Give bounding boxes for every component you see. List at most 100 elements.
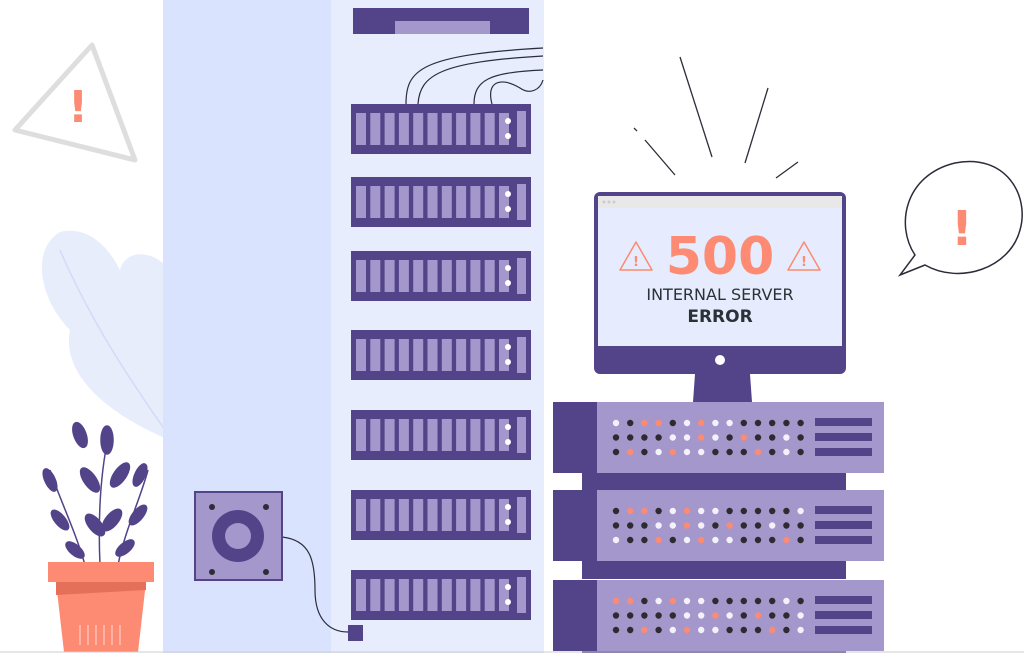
indicator-light xyxy=(754,612,762,619)
indicator-light xyxy=(683,448,691,456)
indicator-light xyxy=(655,626,662,634)
indicator-light xyxy=(612,522,620,529)
indicator-light xyxy=(683,612,691,619)
indicator-light xyxy=(740,612,747,619)
drive-slot xyxy=(427,186,438,218)
indicator-light xyxy=(769,448,776,456)
drive-slot xyxy=(413,419,424,451)
drive-slot xyxy=(484,260,495,292)
indicator-light xyxy=(669,434,676,441)
drive-slot xyxy=(413,186,424,218)
indicator-light xyxy=(754,536,762,544)
indicator-light xyxy=(797,434,804,441)
indicator-light xyxy=(740,448,747,456)
leaf-decoration xyxy=(41,230,171,440)
cable-connector xyxy=(348,625,363,641)
vent-slot xyxy=(815,596,872,604)
indicator-light xyxy=(797,522,804,529)
indicator-light xyxy=(712,434,719,441)
indicator-light xyxy=(726,612,733,619)
server-unit xyxy=(553,580,884,653)
indicator-light xyxy=(769,612,776,619)
drive-slot xyxy=(356,339,366,371)
drive-slot xyxy=(384,419,395,451)
drive-slot xyxy=(456,499,467,531)
drive-slot xyxy=(398,499,409,531)
vent-slot xyxy=(815,506,872,514)
indicator-light xyxy=(769,419,776,427)
error-title: INTERNAL SERVER xyxy=(646,285,793,304)
vent-slot xyxy=(815,521,872,529)
indicator-light xyxy=(797,612,804,619)
drive-slot xyxy=(427,113,438,145)
indicator-light xyxy=(655,448,662,456)
indicator-light xyxy=(655,522,662,529)
indicator-light xyxy=(627,536,634,544)
drive-slot xyxy=(356,113,366,145)
status-led xyxy=(505,133,511,139)
indicator-light xyxy=(783,448,790,456)
drive-slot xyxy=(370,419,381,451)
indicator-light xyxy=(754,448,762,456)
indicator-light xyxy=(698,507,705,515)
indicator-light xyxy=(612,434,620,441)
drive-slot xyxy=(356,260,366,292)
drive-slot xyxy=(441,499,452,531)
status-led xyxy=(505,118,511,124)
drive-slot xyxy=(441,113,452,145)
drive-slot xyxy=(484,499,495,531)
indicator-light xyxy=(698,612,705,619)
indicator-light xyxy=(655,612,662,619)
warning-icon-left xyxy=(619,241,653,271)
drive-slot xyxy=(441,339,452,371)
warning-icon-right xyxy=(787,241,821,271)
indicator-light xyxy=(655,536,662,544)
drive-slot xyxy=(470,113,481,145)
indicator-light xyxy=(769,597,776,605)
indicator-light xyxy=(783,626,790,634)
indicator-light xyxy=(641,434,648,441)
indicator-light xyxy=(726,626,733,634)
indicator-light xyxy=(669,419,676,427)
vent-slot xyxy=(815,418,872,426)
error-subtitle: ERROR xyxy=(687,307,752,327)
vent-slot xyxy=(815,626,872,634)
indicator-light xyxy=(712,612,719,619)
indicator-light xyxy=(669,612,676,619)
indicator-light xyxy=(683,434,691,441)
indicator-light xyxy=(641,626,648,634)
vent-slot xyxy=(815,536,872,544)
drive-slot xyxy=(441,186,452,218)
status-led xyxy=(505,584,511,590)
drive-slot xyxy=(427,499,438,531)
indicator-light xyxy=(655,597,662,605)
indicator-light xyxy=(698,597,705,605)
indicator-light xyxy=(726,536,733,544)
drive-slot xyxy=(499,579,509,611)
right-rack-panel xyxy=(331,0,544,653)
indicator-light xyxy=(712,448,719,456)
indicator-light xyxy=(641,507,648,515)
indicator-light xyxy=(683,522,691,529)
indicator-light xyxy=(797,448,804,456)
drive-slot xyxy=(398,419,409,451)
server-stack xyxy=(553,402,884,653)
status-led xyxy=(505,519,511,525)
indicator-light xyxy=(712,626,719,634)
rack-unit xyxy=(351,177,531,227)
drive-slot xyxy=(499,339,509,371)
server-unit xyxy=(553,402,884,491)
drive-slot xyxy=(470,419,481,451)
drive-slot xyxy=(499,419,509,451)
svg-text:!: ! xyxy=(633,255,639,270)
indicator-light xyxy=(655,507,662,515)
rack-unit xyxy=(351,104,531,154)
alert-mark: ! xyxy=(951,201,973,257)
indicator-light xyxy=(769,522,776,529)
drive-slot xyxy=(484,419,495,451)
drive-slot xyxy=(470,499,481,531)
vent-slot xyxy=(815,448,872,456)
indicator-light xyxy=(698,448,705,456)
indicator-light xyxy=(783,522,790,529)
indicator-light xyxy=(683,536,691,544)
